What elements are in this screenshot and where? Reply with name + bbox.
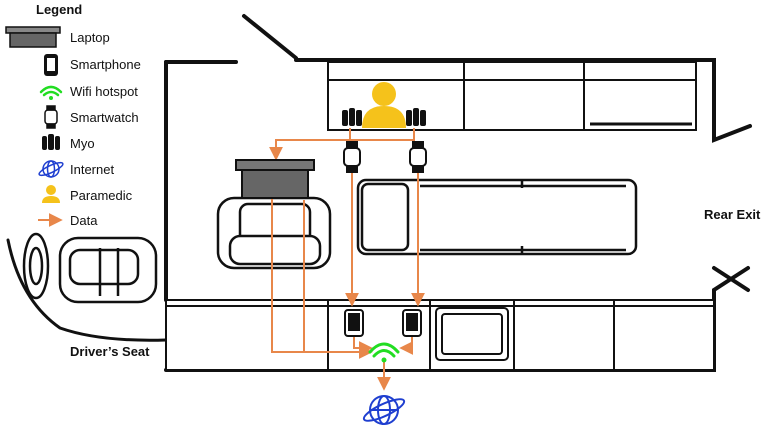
legend-label-smartphone: Smartphone — [70, 57, 141, 72]
legend-label-myo: Myo — [70, 136, 95, 151]
wifi-hotspot-icon — [368, 342, 400, 363]
legend-label-wifi-hotspot: Wifi hotspot — [70, 84, 138, 99]
legend-label-internet: Internet — [70, 162, 115, 177]
legend-label-laptop: Laptop — [70, 30, 110, 45]
cab-curve — [6, 238, 168, 342]
legend-label-smartwatch: Smartwatch — [70, 110, 139, 125]
legend-label-paramedic: Paramedic — [70, 188, 133, 203]
legend-icons — [5, 26, 64, 227]
paramedic-icon — [42, 185, 60, 203]
smartphone-icon — [44, 54, 58, 76]
myo-icon — [406, 108, 426, 126]
data-flows — [269, 128, 425, 391]
front-angled-wall — [242, 14, 298, 60]
internet-icon — [362, 395, 406, 425]
lower-cabinets — [165, 299, 715, 371]
data-arrow-phone-right-to-hotspot — [399, 336, 414, 355]
data-arrow-laptop-to-hotspot — [271, 198, 373, 359]
armchair — [216, 196, 332, 270]
data-arrow-phone-left-to-hotspot — [353, 336, 373, 355]
laptop-icon — [5, 26, 61, 48]
top-wall — [294, 58, 752, 143]
rear-lower-flap — [712, 266, 750, 292]
stretcher — [356, 178, 638, 256]
driver-seat — [22, 232, 158, 304]
smartphone-icon — [344, 309, 364, 337]
wifi-hotspot-icon — [39, 85, 63, 100]
legend-label-data: Data — [70, 213, 98, 228]
internet-icon — [38, 160, 64, 178]
data-arrow-myo-right-join — [350, 128, 415, 141]
legend-title: Legend — [36, 2, 83, 17]
paramedic-icon — [362, 82, 406, 128]
drivers-seat-label: Driver’s Seat — [70, 344, 150, 359]
smartwatch-icon — [343, 141, 361, 173]
smartwatch-icon — [44, 105, 58, 129]
rear-exit-label: Rear Exit — [704, 207, 761, 222]
data-arrow-myo-to-laptop — [269, 128, 351, 161]
smartwatch-icon — [409, 141, 427, 173]
laptop-icon — [235, 159, 315, 199]
myo-icon — [342, 108, 362, 126]
smartphone-icon — [402, 309, 422, 337]
myo-icon — [42, 134, 60, 150]
